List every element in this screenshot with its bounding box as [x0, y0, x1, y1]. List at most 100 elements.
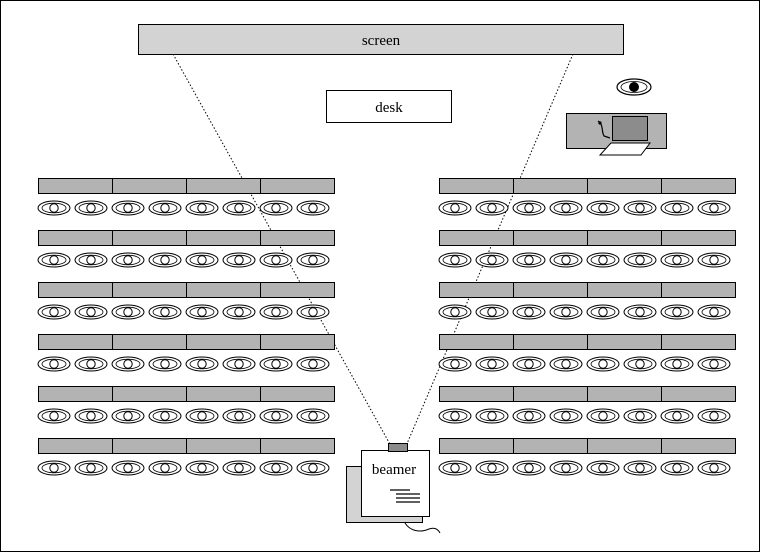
seat-icon	[586, 200, 620, 216]
seat-icon	[623, 252, 657, 268]
seat-icon	[111, 304, 145, 320]
seat-icon	[111, 200, 145, 216]
seat-icon	[74, 252, 108, 268]
desk-segment	[513, 386, 588, 402]
seat-icon	[74, 408, 108, 424]
seat-icon	[586, 460, 620, 476]
seat-icon	[185, 200, 219, 216]
desk-segment	[38, 178, 113, 194]
seat-icon	[259, 252, 293, 268]
desk-segment	[186, 334, 261, 350]
seat-icon	[475, 408, 509, 424]
seat-icon	[586, 252, 620, 268]
seat-icon	[438, 252, 472, 268]
desk-segment	[112, 438, 187, 454]
seat-icon	[259, 408, 293, 424]
seat-row	[438, 282, 736, 320]
seat-icon	[438, 356, 472, 372]
desk-segment	[439, 334, 514, 350]
desk-segment	[38, 386, 113, 402]
desk-segment	[260, 178, 335, 194]
desk-segment	[38, 438, 113, 454]
seat-icon	[512, 304, 546, 320]
seating-block-right	[438, 178, 736, 476]
laptop-icon	[597, 116, 651, 156]
seat-icon	[623, 356, 657, 372]
projection-lines	[172, 53, 574, 447]
desk-segment	[513, 438, 588, 454]
seat-icon	[660, 200, 694, 216]
seat-icon	[296, 200, 330, 216]
seat-icon	[148, 356, 182, 372]
screen-label: screen	[362, 33, 401, 49]
seat-row	[37, 334, 335, 372]
desk-segment	[587, 178, 662, 194]
desk-segment	[112, 178, 187, 194]
seat-icon	[475, 460, 509, 476]
seat-icon	[438, 304, 472, 320]
seat-icon	[185, 252, 219, 268]
seat-icon	[37, 252, 71, 268]
seat-icon	[549, 460, 583, 476]
desk-segment	[186, 230, 261, 246]
seat-icon	[296, 408, 330, 424]
desk: desk	[326, 90, 452, 123]
desk-segment	[439, 230, 514, 246]
seat-icon	[660, 356, 694, 372]
seat-icon	[475, 304, 509, 320]
seat-icon	[185, 460, 219, 476]
seat-icon	[697, 252, 731, 268]
desk-segment	[186, 386, 261, 402]
desk-segment	[38, 334, 113, 350]
projection-line-right	[405, 53, 574, 447]
desk-segment	[661, 178, 736, 194]
desk-segment	[439, 282, 514, 298]
desk-segment	[661, 282, 736, 298]
seat-icon	[296, 356, 330, 372]
beamer: beamer	[346, 443, 441, 534]
beamer-label: beamer	[372, 462, 416, 478]
seat-icon	[74, 356, 108, 372]
seat-icon	[222, 460, 256, 476]
seat-icon	[185, 304, 219, 320]
desk-segment	[439, 438, 514, 454]
desk-segment	[587, 334, 662, 350]
seat-row	[37, 386, 335, 424]
desk-label: desk	[375, 100, 403, 116]
desk-segment	[513, 282, 588, 298]
seat-icon	[259, 460, 293, 476]
seat-icon	[222, 252, 256, 268]
seat-icon	[660, 408, 694, 424]
desk-segment	[513, 230, 588, 246]
desk-segment	[186, 178, 261, 194]
seat-icon	[697, 460, 731, 476]
seat-icon	[37, 356, 71, 372]
seat-icon	[148, 252, 182, 268]
seat-icon	[148, 460, 182, 476]
seat-icon	[549, 200, 583, 216]
seat-icon	[148, 304, 182, 320]
seat-row	[37, 230, 335, 268]
projection-line-left	[172, 53, 392, 447]
seat-icon	[438, 200, 472, 216]
seat-icon	[259, 200, 293, 216]
seat-icon	[475, 200, 509, 216]
desk-segment	[112, 282, 187, 298]
seat-icon	[623, 460, 657, 476]
seat-icon	[37, 460, 71, 476]
desk-segment	[112, 334, 187, 350]
desk-segment	[587, 386, 662, 402]
seat-icon	[623, 304, 657, 320]
desk-segment	[38, 230, 113, 246]
seat-row	[438, 438, 736, 476]
desk-segment	[661, 334, 736, 350]
projector-icon	[388, 443, 408, 452]
desk-segment	[661, 438, 736, 454]
seat-icon	[623, 200, 657, 216]
seat-icon	[586, 408, 620, 424]
seat-icon	[512, 200, 546, 216]
presenter-table	[566, 113, 667, 156]
seat-icon	[697, 200, 731, 216]
seat-row	[37, 438, 335, 476]
